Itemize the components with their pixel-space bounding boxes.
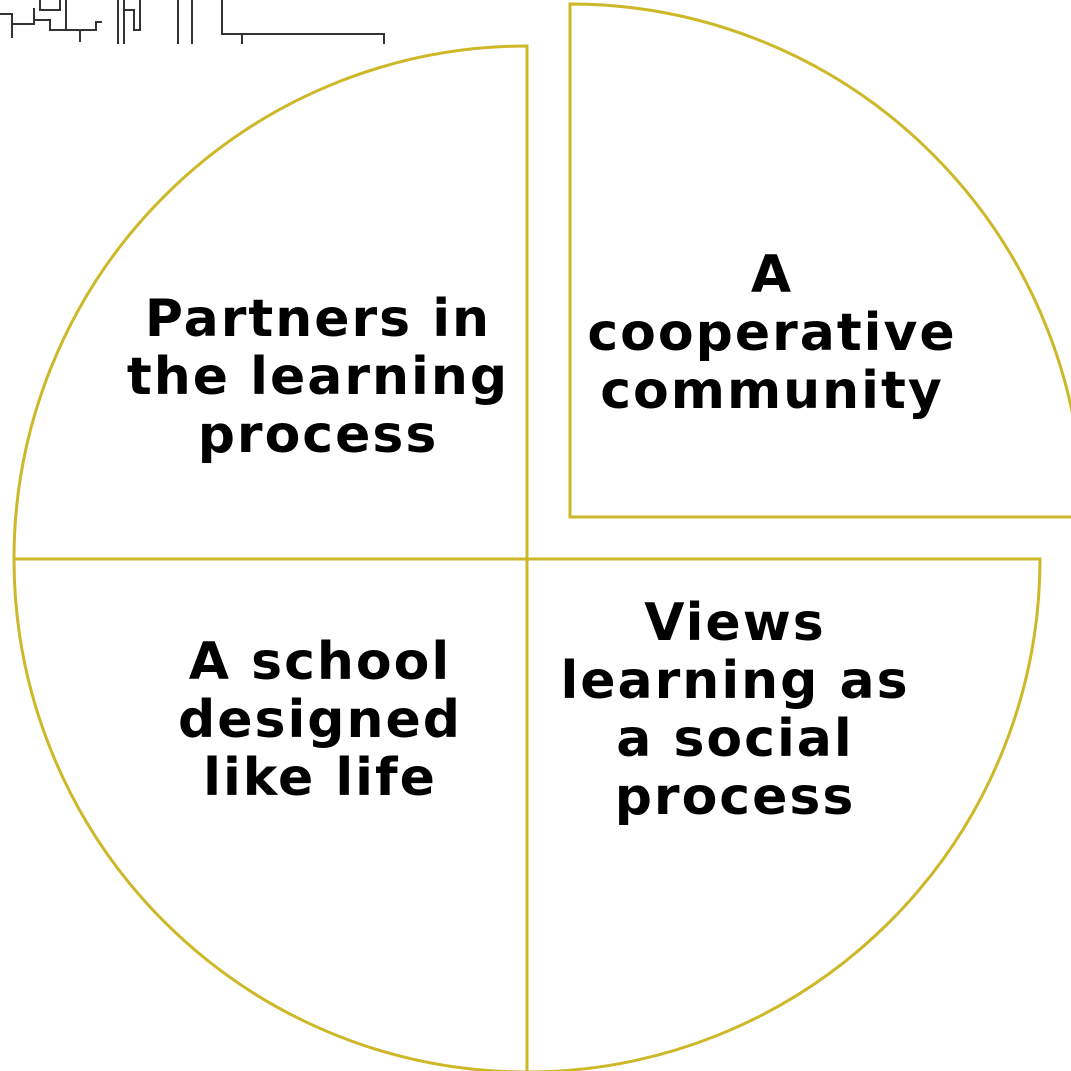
label-bottom-left-line-1: A school xyxy=(188,632,452,692)
label-top-left: Partners in the learning process xyxy=(118,290,518,464)
quadrant-top-left xyxy=(12,44,529,561)
logo-icon xyxy=(0,0,385,44)
label-bottom-right-line-2: learning as xyxy=(560,651,910,711)
label-bottom-right-line-3: a social xyxy=(616,709,854,769)
label-bottom-left-line-3: like life xyxy=(203,748,437,808)
label-top-left-line-2: the learning xyxy=(126,347,510,407)
label-bottom-left-line-2: designed xyxy=(178,690,462,750)
label-top-right-line-1: A xyxy=(750,245,794,305)
label-bottom-left: A school designed like life xyxy=(120,633,520,807)
quadrant-top-right xyxy=(568,2,1071,519)
quadrant-bottom-left xyxy=(12,557,529,1071)
label-top-right-line-3: community xyxy=(600,361,944,421)
label-top-left-line-3: process xyxy=(197,405,439,465)
label-bottom-right: Views learning as a social process xyxy=(535,594,935,826)
label-top-right-line-2: cooperative xyxy=(587,303,957,363)
label-bottom-right-line-4: process xyxy=(614,767,856,827)
label-top-left-line-1: Partners in xyxy=(144,289,492,349)
quadrant-bottom-right xyxy=(525,557,1042,1071)
label-top-right: A cooperative community xyxy=(572,246,972,420)
label-bottom-right-line-1: Views xyxy=(644,593,826,653)
